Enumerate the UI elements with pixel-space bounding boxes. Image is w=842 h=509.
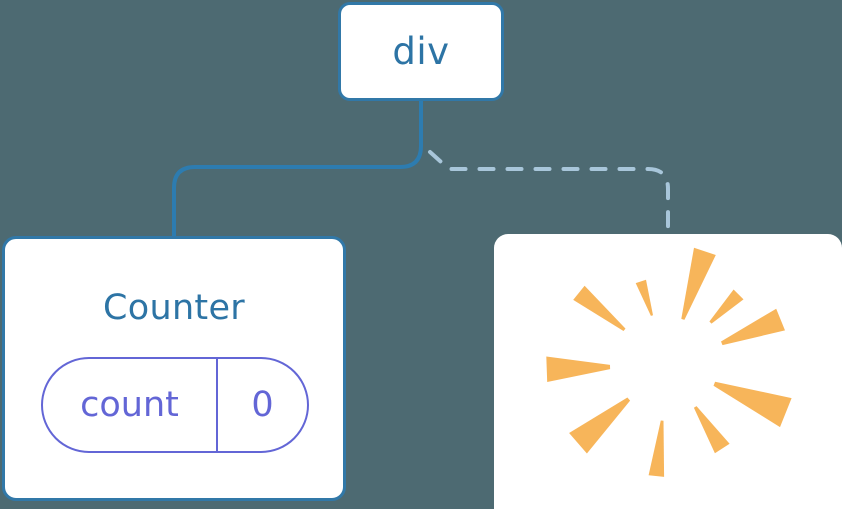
burst-ray-4 [569, 397, 631, 454]
burst-ray-0 [681, 247, 716, 320]
state-pill-value: 0 [216, 359, 307, 451]
state-pill-key: count [80, 384, 179, 425]
connector-to-burst [428, 150, 670, 240]
burst-ray-2 [573, 285, 626, 331]
sparkle-burst-icon [546, 247, 792, 477]
node-div-label: div [392, 30, 450, 73]
burst-ray-3 [546, 356, 611, 382]
burst-ray-6 [693, 406, 730, 454]
burst-ray-5 [648, 420, 665, 477]
burst-ray-9 [709, 289, 744, 324]
node-counter-title: Counter [103, 288, 245, 328]
burst-ray-1 [635, 279, 653, 316]
burst-ray-8 [721, 308, 785, 346]
node-burst[interactable] [494, 234, 842, 509]
connector-to-counter [172, 99, 423, 242]
burst-ray-7 [713, 381, 792, 428]
node-div[interactable]: div [338, 2, 504, 101]
state-pill-count[interactable]: count 0 [41, 357, 309, 453]
